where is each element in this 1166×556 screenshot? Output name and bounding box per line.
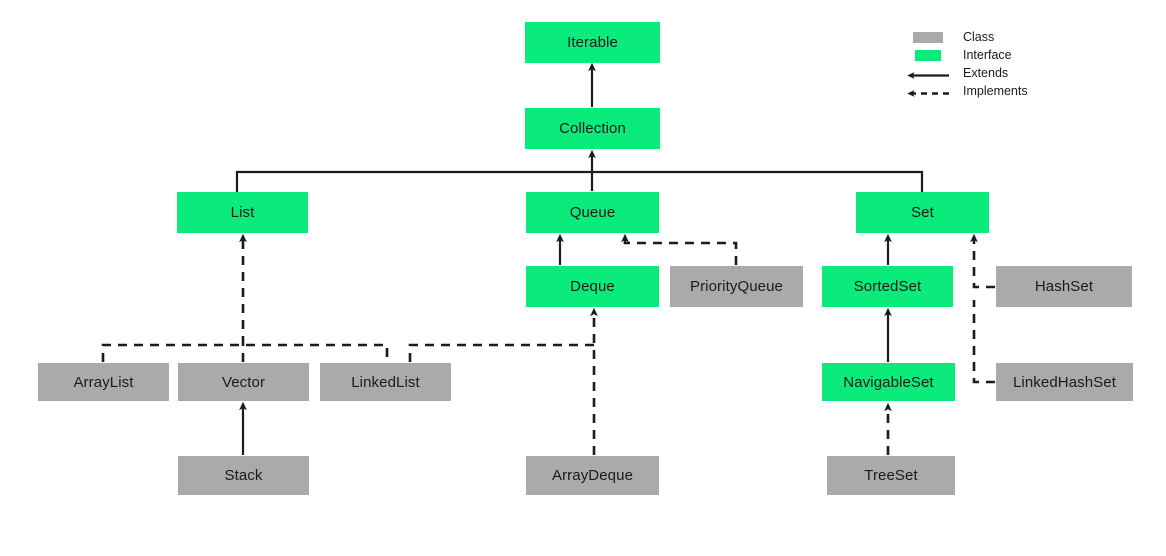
- node-stack[interactable]: Stack: [178, 456, 309, 495]
- node-sortedset[interactable]: SortedSet: [822, 266, 953, 307]
- interface-swatch-icon: [915, 49, 941, 61]
- node-label: NavigableSet: [843, 373, 934, 391]
- class-swatch-icon: [913, 31, 943, 43]
- node-priorityqueue[interactable]: PriorityQueue: [670, 266, 803, 307]
- node-list[interactable]: List: [177, 192, 308, 233]
- node-label: HashSet: [1034, 278, 1094, 295]
- node-collection[interactable]: Collection: [525, 108, 660, 149]
- node-treeset[interactable]: TreeSet: [827, 456, 955, 495]
- edge-priorityqueue-queue: [621, 233, 738, 265]
- node-navigableset[interactable]: NavigableSet: [822, 363, 955, 401]
- node-vector[interactable]: Vector: [178, 363, 309, 401]
- node-label: Iterable: [567, 34, 618, 51]
- node-label: ArrayList: [73, 373, 134, 391]
- legend-label-interface: Interface: [963, 48, 1012, 62]
- legend: Class Interface Extends: [905, 28, 1125, 100]
- legend-item-interface: Interface: [905, 46, 1125, 64]
- node-label: LinkedHashSet: [1012, 373, 1117, 391]
- node-label: Queue: [569, 204, 616, 221]
- node-set[interactable]: Set: [856, 192, 989, 233]
- dashed-arrow-icon: [905, 86, 951, 97]
- node-label: Vector: [221, 373, 266, 391]
- node-label: TreeSet: [864, 467, 918, 484]
- node-label: List: [230, 204, 255, 221]
- edge-hashset-set: [970, 233, 995, 289]
- node-label: Stack: [224, 467, 263, 484]
- legend-label-extends: Extends: [963, 66, 1009, 80]
- node-linkedhashset[interactable]: LinkedHashSet: [996, 363, 1133, 401]
- legend-item-implements: Implements: [905, 82, 1125, 100]
- node-deque[interactable]: Deque: [526, 266, 659, 307]
- node-label: Collection: [559, 120, 626, 137]
- node-label: Set: [911, 204, 934, 221]
- node-label: ArrayDeque: [551, 467, 634, 484]
- node-label: Deque: [570, 278, 615, 295]
- node-label: PriorityQueue: [689, 278, 783, 295]
- edge-list-bus: [101, 343, 389, 362]
- edge-bus-horizontal: [235, 170, 924, 192]
- node-queue[interactable]: Queue: [526, 192, 659, 233]
- edge-linkedhashset-set: [972, 300, 995, 384]
- node-label: SortedSet: [853, 278, 922, 295]
- legend-item-class: Class: [905, 28, 1125, 46]
- node-iterable[interactable]: Iterable: [525, 22, 660, 63]
- node-label: LinkedList: [351, 373, 420, 391]
- node-arraylist[interactable]: ArrayList: [38, 363, 169, 401]
- legend-label-implements: Implements: [963, 84, 1028, 98]
- legend-label-class: Class: [963, 30, 995, 44]
- node-linkedlist[interactable]: LinkedList: [320, 363, 451, 401]
- solid-arrow-icon: [905, 68, 951, 79]
- node-arraydeque[interactable]: ArrayDeque: [526, 456, 659, 495]
- node-hashset[interactable]: HashSet: [996, 266, 1132, 307]
- edge-linkedlist-deque: [408, 343, 594, 362]
- legend-item-extends: Extends: [905, 64, 1125, 82]
